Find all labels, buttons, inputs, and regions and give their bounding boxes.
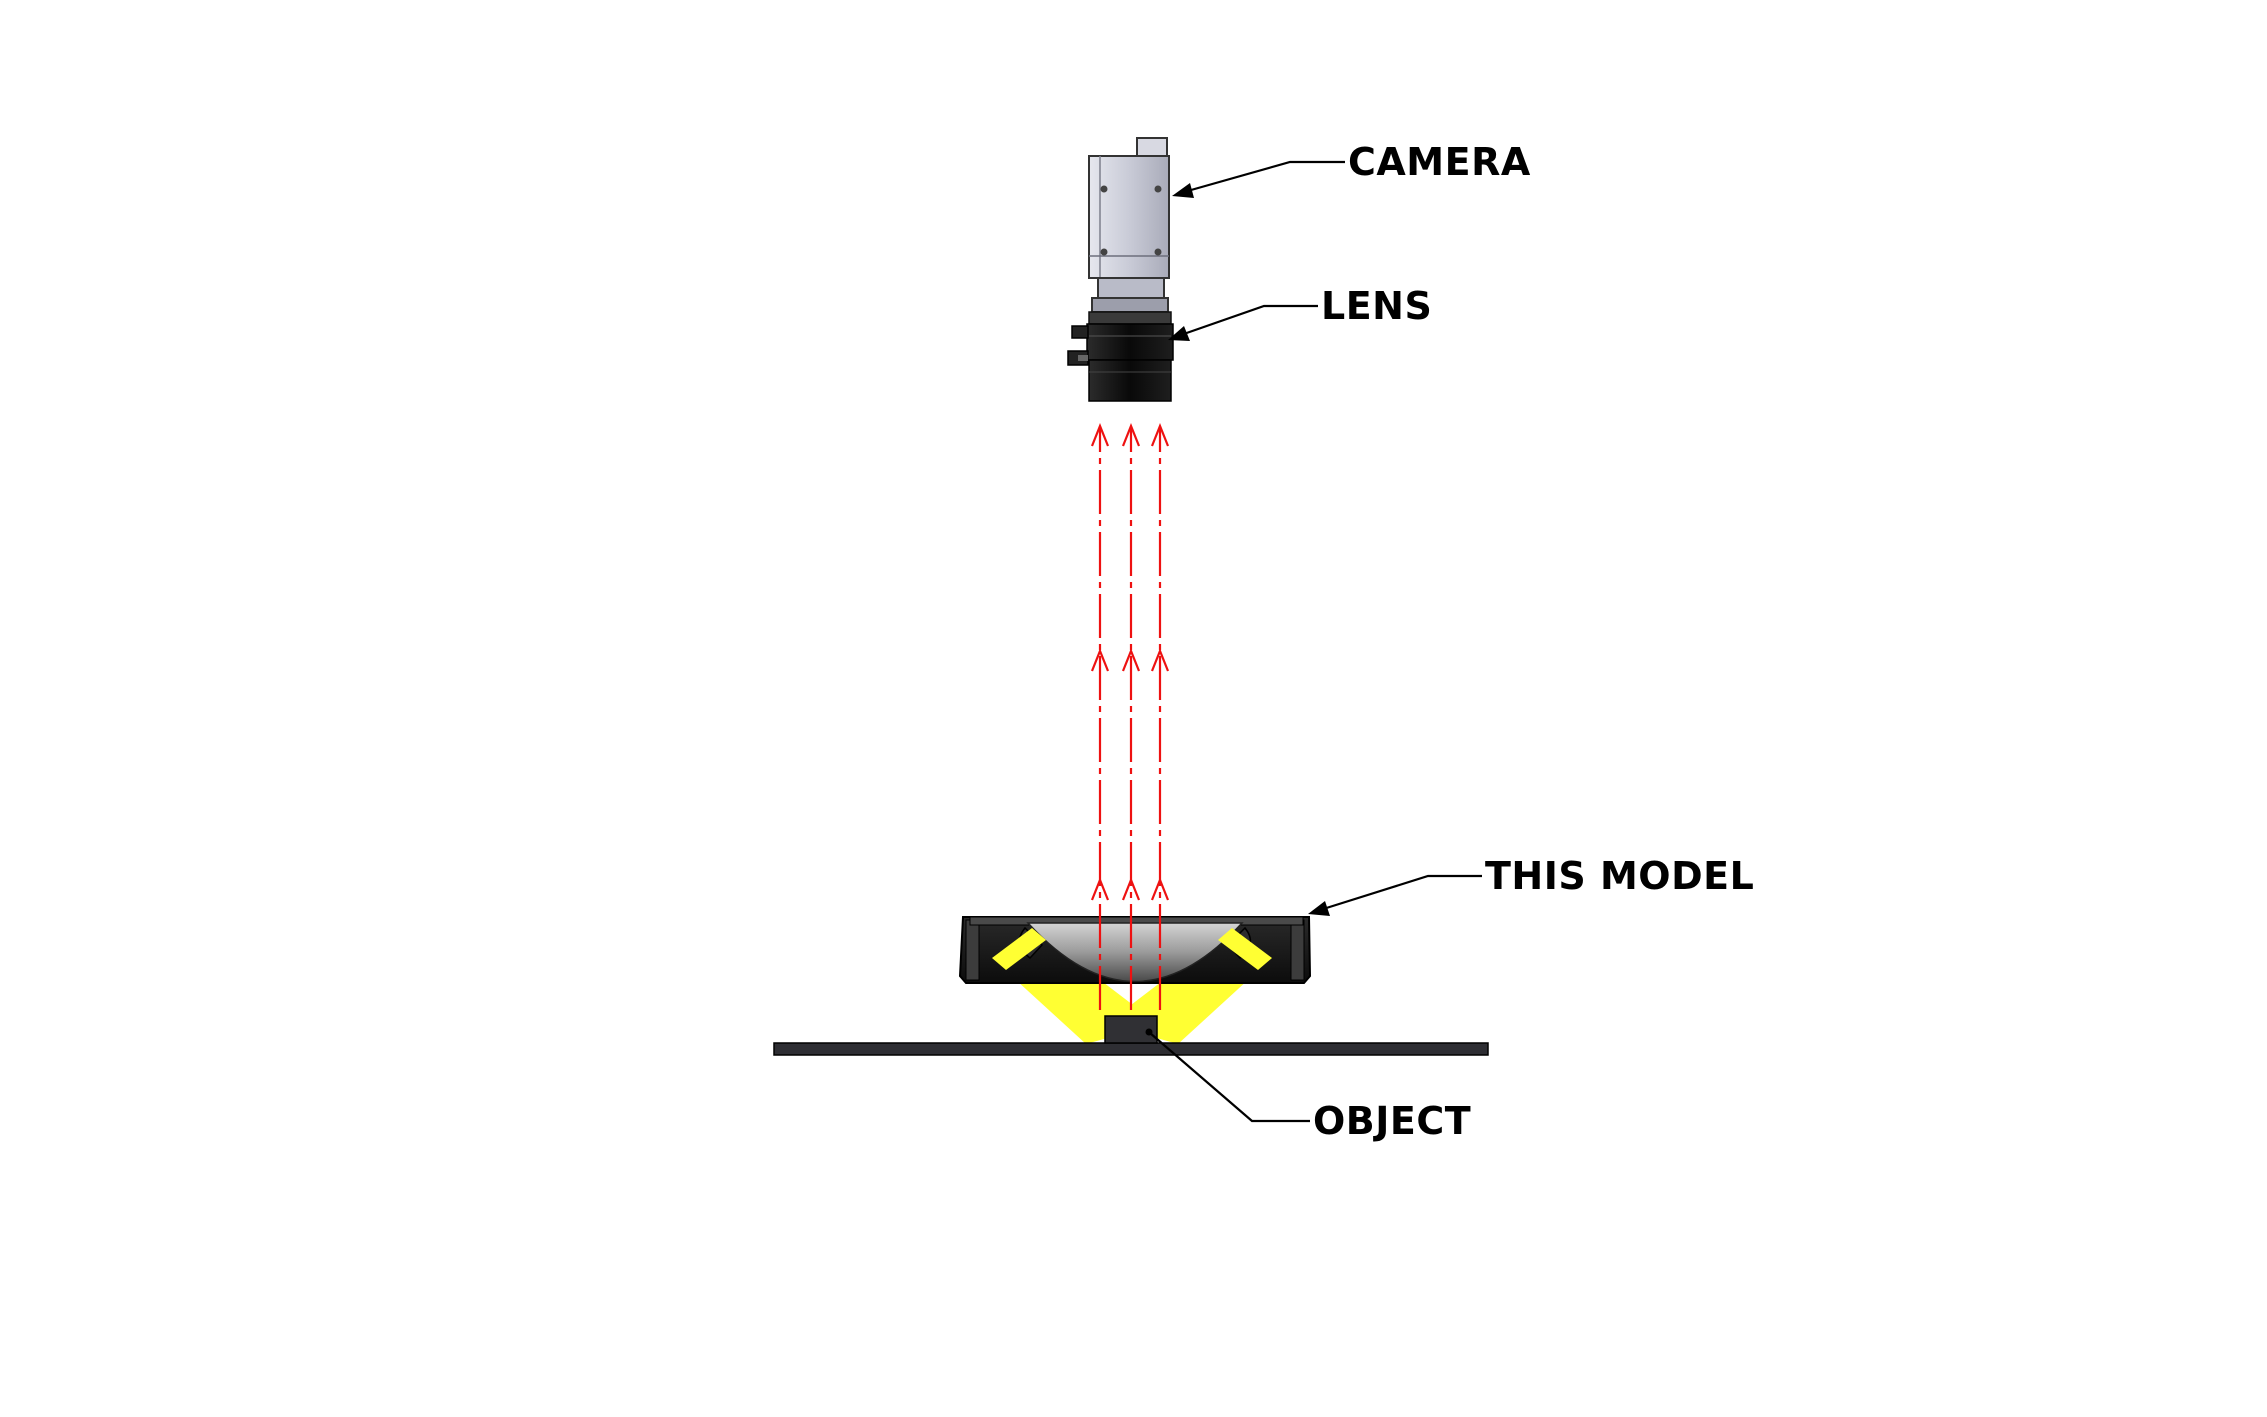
ring-light-icon [958,916,1312,984]
object-leader [1149,1032,1310,1123]
arrowhead-icon [1121,648,1141,672]
reflected-rays [1098,428,1162,1010]
lens-label: LENS [1321,284,1432,328]
ray-arrowheads [1090,423,1170,901]
arrowhead-icon [1121,423,1141,447]
object-label: OBJECT [1313,1099,1471,1143]
arrowhead-icon [1121,877,1141,901]
leader-lines [1145,160,1482,1123]
arrowhead-icon [1150,877,1170,901]
arrowhead-icon [1150,423,1170,447]
arrowhead-icon [1090,423,1110,447]
this-model-leader [1319,874,1482,912]
camera-icon [1088,137,1170,313]
arrowhead-icon [1090,877,1110,901]
arrowhead-icon [1172,183,1194,198]
arrowhead-icon [1168,326,1190,341]
arrowhead-icon [1150,648,1170,672]
arrowhead-icon [1308,901,1330,916]
this-model-label: THIS MODEL [1485,854,1754,898]
camera-label: CAMERA [1348,140,1531,184]
camera-leader [1183,160,1345,194]
stage-plate [773,1042,1489,1056]
lens-icon [1067,311,1174,402]
arrowhead-icon [1090,648,1110,672]
lens-leader [1177,304,1318,338]
